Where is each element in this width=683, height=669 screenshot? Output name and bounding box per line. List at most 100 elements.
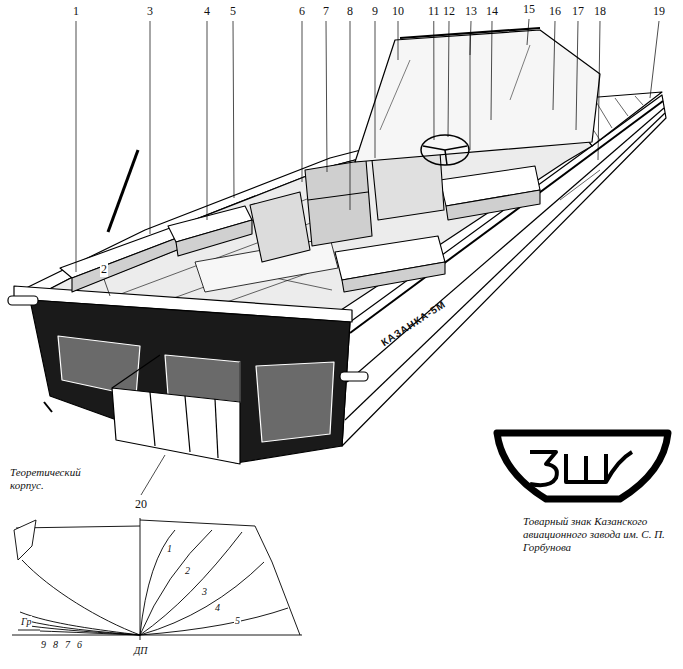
steering-wheel-part (445, 150, 447, 165)
hull-part (560, 170, 600, 200)
leader-line (207, 21, 208, 220)
lines-plan-part (18, 630, 40, 631)
windshield (355, 28, 600, 162)
lines-plan-part (140, 530, 175, 635)
leader-line (650, 21, 659, 98)
leader-line (491, 21, 492, 120)
hull-name: КАЗАНКА-5М (379, 298, 448, 348)
callout-number: 12 (442, 4, 456, 19)
seats-part (308, 192, 368, 200)
lines-plan-label: 2 (184, 565, 191, 576)
lines-plan-label: 4 (214, 602, 221, 613)
antenna-part (108, 150, 138, 232)
lines-plan-part (30, 626, 140, 635)
leader-line (375, 21, 376, 158)
seats-part (305, 160, 372, 246)
lines-plan-label: 5 (234, 615, 241, 626)
hull-part (615, 98, 628, 116)
steering-wheel-part (421, 135, 469, 165)
leader-line (302, 21, 303, 182)
leader-line (398, 21, 399, 60)
leader-line (527, 19, 529, 45)
trademark-logo-part (497, 433, 668, 499)
lines-plan-part (14, 520, 36, 560)
seats-part (372, 152, 444, 220)
callout-number: 11 (427, 4, 441, 19)
leader-line (433, 21, 434, 140)
windshield-part (355, 30, 600, 162)
antenna (108, 150, 138, 232)
callout-number: 18 (593, 4, 607, 19)
hull (8, 92, 666, 464)
seats-part (342, 262, 445, 292)
lines-plan-label: Гр (20, 616, 32, 627)
hull-part (256, 362, 334, 442)
hull-part (635, 96, 643, 105)
lines-plan-part (140, 518, 141, 640)
lines-plan-label: 1 (166, 543, 173, 554)
lines-plan-part (140, 520, 300, 635)
hull-part (8, 296, 38, 305)
hull-part (112, 388, 240, 464)
windshield-part (510, 45, 530, 100)
lines-plan-label: 6 (76, 639, 83, 650)
callout-number: 1 (72, 4, 80, 19)
hull-part (595, 100, 612, 128)
lines-plan-part (140, 532, 242, 635)
lines-plan-part (140, 530, 212, 635)
leader-line (150, 21, 151, 234)
leader-line (448, 21, 449, 137)
hull-part (150, 392, 155, 446)
seats-part (446, 190, 540, 220)
callout-number: 17 (571, 4, 585, 19)
hull-part (215, 399, 218, 458)
caption-text: Теоретический корпус. (10, 466, 100, 492)
callout-number: 2 (100, 262, 108, 277)
lines-plan-part (140, 562, 264, 635)
callout-number: 6 (298, 4, 306, 19)
hull-part (44, 402, 52, 412)
lines-plan-part (20, 612, 140, 635)
seats-part (250, 192, 310, 262)
hull-part (239, 362, 240, 402)
leader-line (76, 21, 77, 272)
callout-number: 15 (522, 2, 536, 17)
leader-line (598, 21, 600, 160)
leader-line (141, 455, 165, 495)
trademark-logo-part (530, 452, 557, 485)
lines-plan-label: ДП (133, 645, 149, 656)
leader-line (326, 21, 327, 172)
steering-wheel-part (423, 146, 445, 150)
leader-lines (76, 19, 659, 495)
seats-part (72, 236, 182, 292)
leader-line (576, 21, 578, 130)
seats (60, 152, 540, 292)
callout-number: 13 (464, 4, 478, 19)
steering-wheel (421, 135, 469, 165)
hull-part (185, 396, 190, 452)
lines-plan-part (12, 635, 302, 636)
trademark-logo-part (566, 452, 632, 482)
lines-plan-label: 9 (40, 639, 47, 650)
leader-line (470, 21, 471, 55)
windshield-part (380, 60, 410, 130)
hull-part (112, 355, 160, 388)
windshield-part (400, 28, 540, 38)
leader-line (233, 21, 234, 198)
callout-number: 19 (652, 4, 666, 19)
lines-plan-label: 7 (64, 639, 71, 650)
leader-line (350, 21, 351, 210)
callout-number: 7 (322, 4, 330, 19)
hull-part (58, 336, 140, 396)
callout-number: 3 (146, 4, 154, 19)
steering-wheel-part (445, 146, 467, 150)
leader-line (104, 279, 110, 296)
callout-number: 14 (485, 4, 499, 19)
lines-plan-part (22, 560, 140, 635)
lines-plan-label: 3 (201, 586, 208, 597)
callout-number: 20 (134, 497, 148, 512)
seats-part (176, 220, 252, 256)
lines-plan (12, 518, 302, 640)
callout-number: 16 (548, 4, 562, 19)
